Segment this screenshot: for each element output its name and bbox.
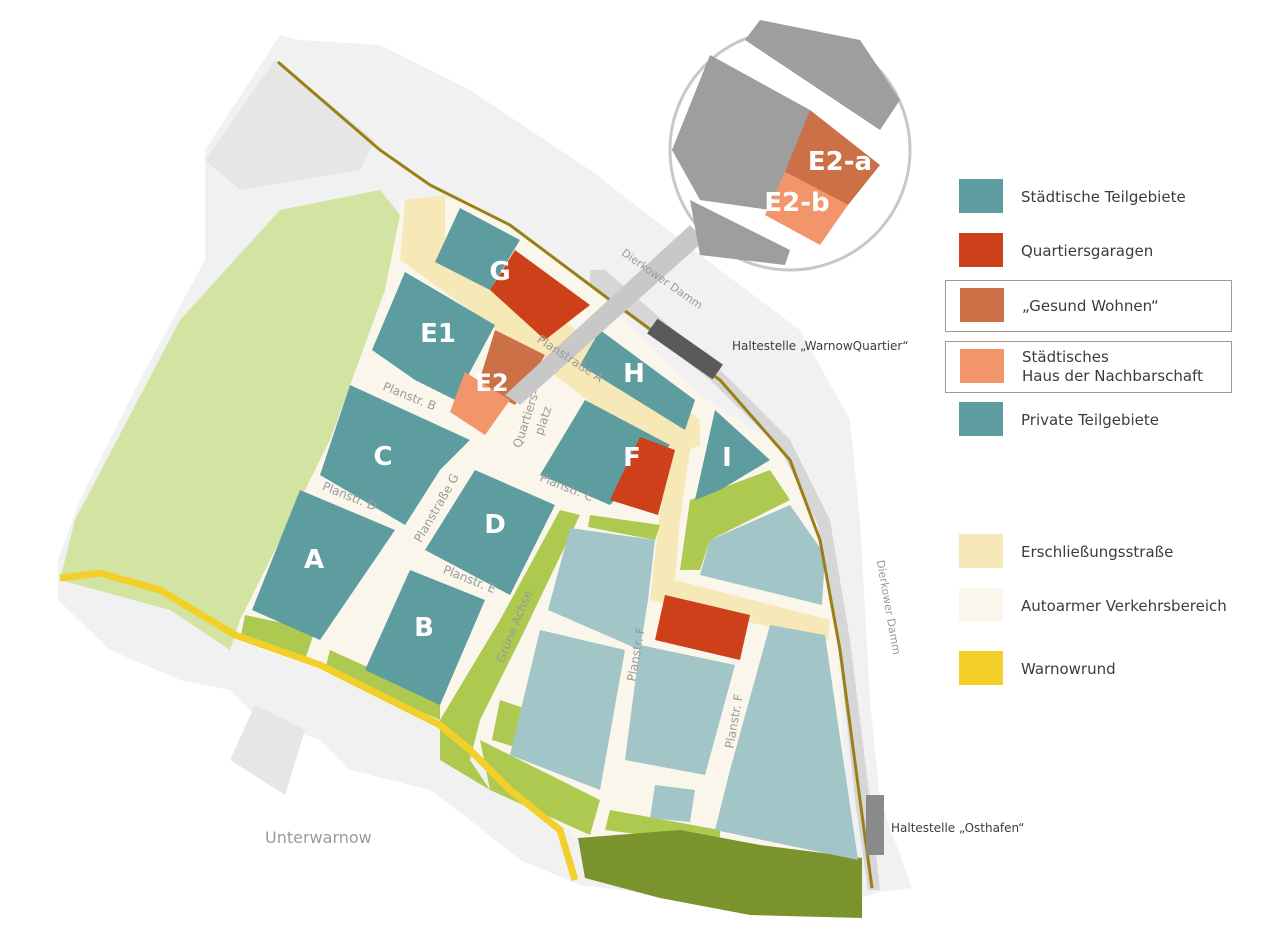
private-2: [510, 630, 625, 790]
green-strip-2: [325, 650, 440, 720]
legend-label: Private Teilgebiete: [1021, 411, 1160, 429]
zoom-label-e2b: E2-b: [764, 188, 829, 218]
zoom-pointer: [505, 225, 705, 405]
block-label-F: F: [623, 443, 641, 473]
legend-swatch: [959, 233, 1003, 267]
rail-corridor: [590, 270, 880, 890]
block-F: [540, 400, 670, 505]
station-warnowquartier: [647, 318, 723, 380]
legend-item-staedtische-teilgebiete: Städtische Teilgebiete: [945, 176, 1230, 216]
legend-item-quartiersgaragen: Quartiersgaragen: [945, 230, 1230, 270]
block-label-H: H: [623, 359, 645, 389]
legend-label: Städtische Teilgebiete: [1021, 188, 1186, 206]
block-label-G: G: [489, 257, 510, 287]
private-1: [548, 528, 655, 650]
rail-line: [277, 60, 874, 889]
gray-area-top: [205, 60, 375, 190]
legend-label: Warnowrund: [1021, 660, 1116, 678]
legend-item-warnowrund: Warnowrund: [945, 651, 1230, 691]
green-strip-3: [480, 740, 600, 835]
block-label-C: C: [373, 442, 392, 472]
map-legend: Städtische Teilgebiete Quartiersgaragen …: [945, 176, 1235, 696]
legend-item-haus-der-nachbarschaft: Städtisches Haus der Nachbarschaft: [945, 341, 1232, 393]
place-label-haltestelle-warnowquartier: Haltestelle „WarnowQuartier“: [732, 339, 909, 353]
legend-swatch: [960, 288, 1004, 322]
block-label-E2: E2: [475, 369, 508, 397]
warnowrund-path: [59, 569, 579, 882]
legend-label: Autoarmer Verkehrsbereich: [1021, 597, 1227, 615]
garage-F: [610, 437, 675, 515]
zoom-content: [672, 20, 900, 265]
place-label-unterwarnow: Unterwarnow: [265, 828, 372, 847]
green-axis: [440, 510, 580, 790]
block-D: [425, 470, 555, 595]
legend-swatch: [959, 402, 1003, 436]
garage-south: [655, 595, 750, 660]
legend-label: „Gesund Wohnen“: [1022, 297, 1159, 315]
block-label-I: I: [722, 443, 732, 473]
legend-label: Quartiersgaragen: [1021, 242, 1154, 260]
legend-label: Erschließungsstraße: [1021, 543, 1174, 561]
block-G: [435, 208, 520, 290]
green-strip-5: [588, 515, 660, 540]
legend-swatch: [959, 651, 1003, 685]
block-A: [252, 490, 395, 640]
block-H: [580, 330, 695, 430]
legend-swatch: [960, 349, 1004, 383]
legend-item-private-teilgebiete: Private Teilgebiete: [945, 402, 1230, 442]
legend-label: Städtisches Haus der Nachbarschaft: [1022, 348, 1203, 385]
block-B: [365, 570, 485, 705]
gesund-wohnen-E2a: [478, 330, 545, 405]
street-label-dierkower-damm-right: Dierkower Damm: [874, 559, 903, 656]
legend-item-autoarmer-verkehrsbereich: Autoarmer Verkehrsbereich: [945, 588, 1230, 628]
park-west: [60, 190, 400, 650]
station-osthafen: [866, 795, 884, 855]
private-3: [625, 645, 735, 775]
block-C: [320, 385, 470, 525]
legend-swatch: [959, 588, 1003, 622]
legend-swatch: [959, 534, 1003, 568]
block-label-E1: E1: [420, 319, 456, 349]
legend-item-erschliessungsstrasse: Erschließungsstraße: [945, 534, 1230, 574]
legend-swatch: [959, 179, 1003, 213]
block-label-B: B: [414, 613, 434, 643]
private-6: [650, 785, 695, 822]
dark-green-park: [578, 830, 862, 918]
place-label-haltestelle-osthafen: Haltestelle „Osthafen“: [891, 821, 1024, 835]
gray-area-bottom: [230, 705, 305, 795]
private-5: [715, 625, 858, 860]
zoom-label-e2a: E2-a: [808, 147, 872, 177]
private-4: [700, 505, 825, 605]
block-label-D: D: [484, 510, 506, 540]
garage-G: [490, 250, 590, 340]
block-E1: [372, 272, 495, 400]
legend-item-gesund-wohnen: „Gesund Wohnen“: [945, 280, 1232, 332]
haus-nachbarschaft-E2b: [450, 372, 510, 435]
block-I: [695, 410, 770, 500]
block-label-A: A: [304, 545, 324, 575]
